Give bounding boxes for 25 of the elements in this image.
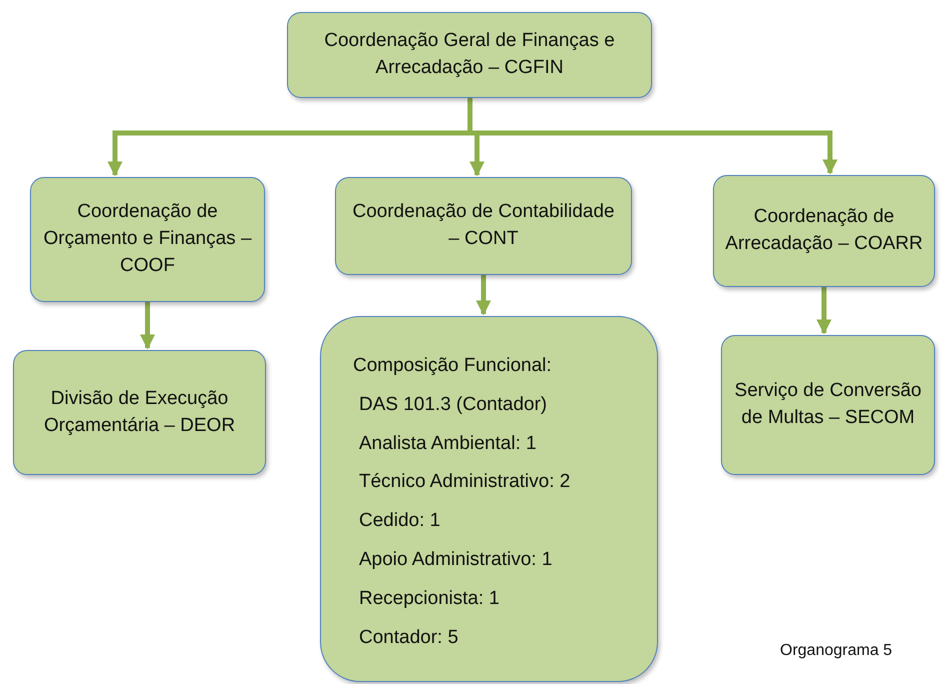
org-unit-box bbox=[335, 177, 632, 275]
list-item: Recepcionista: 1 bbox=[359, 588, 500, 611]
org-unit-box bbox=[713, 175, 935, 287]
unit-name: Serviço de Conversão de Multas – SECOM bbox=[734, 379, 922, 430]
list-item: Cedido: 1 bbox=[359, 510, 440, 533]
list-item: Contador: 5 bbox=[359, 626, 458, 650]
org-unit-box bbox=[721, 335, 935, 475]
list-item: Técnico Administrativo: 2 bbox=[359, 471, 570, 494]
unit-name: Coordenação de Orçamento e Finanças – COOF bbox=[42, 200, 253, 278]
list-heading: Composição Funcional: bbox=[353, 355, 552, 378]
list-item: DAS 101.3 (Contador) bbox=[359, 394, 547, 417]
connector-arrow bbox=[816, 287, 832, 334]
org-unit-box bbox=[13, 350, 266, 475]
unit-name: Coordenação de Contabilidade – CONT bbox=[352, 200, 616, 251]
staff-list-box bbox=[320, 316, 658, 682]
connector-arrow bbox=[140, 302, 155, 350]
connector-arrow bbox=[476, 275, 491, 316]
org-unit-box bbox=[287, 12, 652, 98]
list-item: Analista Ambiental: 1 bbox=[359, 432, 536, 456]
list-item: Apoio Administrativo: 1 bbox=[359, 548, 552, 572]
org-unit-box bbox=[30, 177, 265, 302]
figure-caption: Organograma 5 bbox=[780, 642, 892, 660]
unit-name: Coordenação Geral de Finanças e Arrecadação – CGFIN bbox=[323, 29, 616, 80]
unit-name: Divisão de Execução Orçamentária – DEOR bbox=[42, 386, 236, 438]
unit-name: Coordenação de Arrecadação – COARR bbox=[724, 205, 924, 256]
